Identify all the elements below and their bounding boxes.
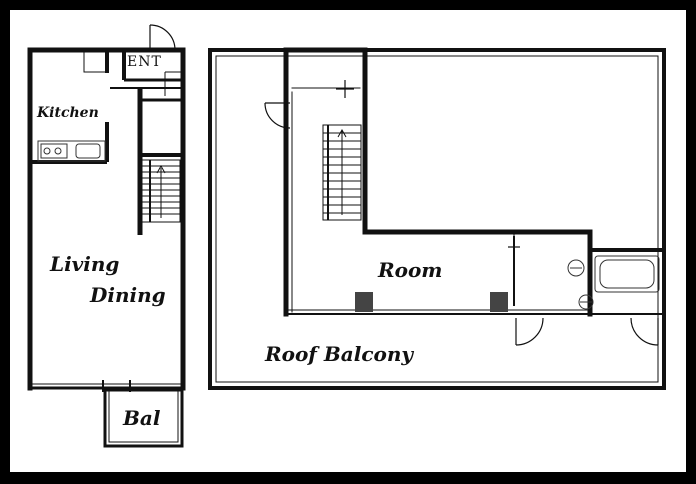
- roof-balcony-outline: [208, 48, 666, 390]
- kitchen-counter: [37, 140, 106, 162]
- bathroom-fixtures: [567, 255, 660, 310]
- entrance-door: [149, 24, 176, 51]
- room-entry-door: [264, 80, 354, 129]
- kitchen-partition: [32, 51, 109, 164]
- left-stairs: [141, 159, 181, 223]
- entrance-walls: [105, 50, 183, 235]
- dining-label: Dining: [90, 283, 166, 307]
- entrance-label: ENT: [127, 54, 162, 70]
- room-label: Room: [378, 258, 443, 282]
- kitchen-label: Kitchen: [37, 105, 99, 121]
- living-label: Living: [50, 252, 120, 276]
- room-partition: [508, 232, 520, 306]
- small-balcony: [103, 388, 184, 448]
- roof-balcony-label: Roof Balcony: [265, 342, 414, 366]
- room-walls: [283, 47, 666, 317]
- balcony-label: Bal: [123, 406, 161, 430]
- room-columns: [355, 292, 508, 312]
- roof-balcony-doors: [515, 317, 659, 346]
- room-stairs: [322, 124, 362, 221]
